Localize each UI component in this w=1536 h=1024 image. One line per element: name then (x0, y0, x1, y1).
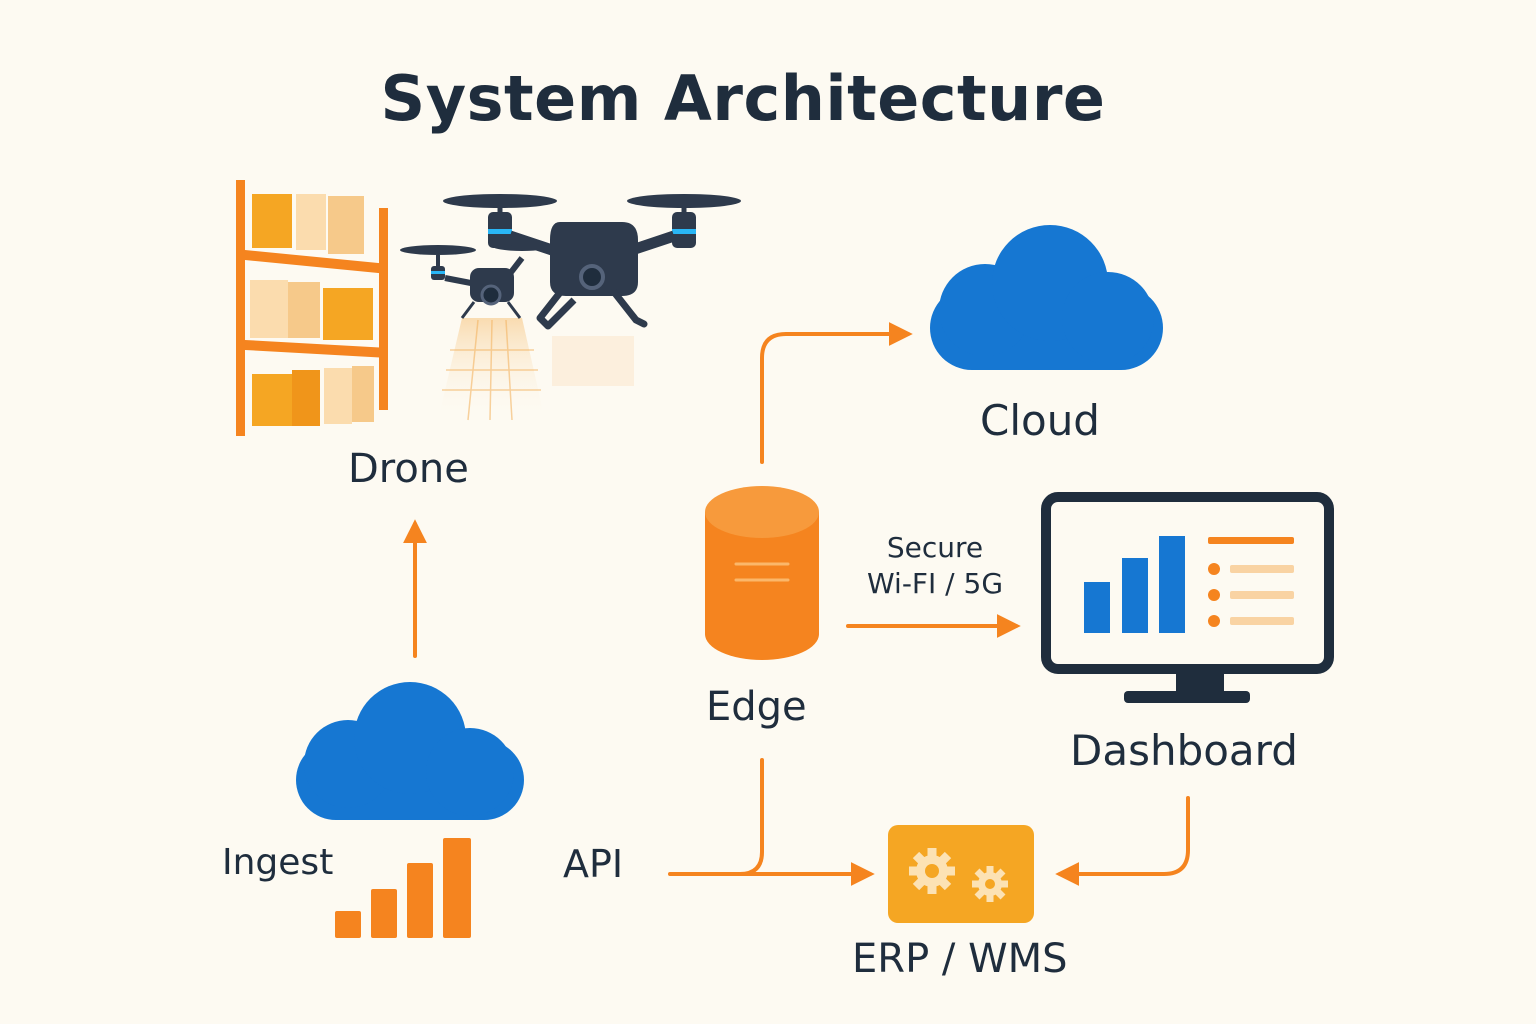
signal-bars-icon (335, 838, 471, 938)
cloud-label: Cloud (980, 396, 1100, 445)
arrow-edge-to-cloud (760, 322, 913, 464)
monitor-chart-icon (1041, 492, 1334, 703)
connection-label: Secure Wi-FI / 5G (852, 530, 1018, 603)
drone-label: Drone (348, 446, 469, 492)
connection-label-line-2: Wi-FI / 5G (866, 567, 1004, 601)
cloud-icon (296, 682, 524, 820)
cloud-icon (930, 225, 1163, 370)
scan-beam (438, 318, 634, 421)
warehouse-shelf-icon (236, 180, 388, 436)
erp-wms-label: ERP / WMS (852, 936, 1068, 982)
edge-label: Edge (706, 684, 807, 730)
ingest-label: Ingest (222, 842, 334, 883)
gears-icon (888, 825, 1034, 923)
dashboard-label: Dashboard (1070, 726, 1298, 775)
drone-icon (443, 194, 741, 330)
page-title: System Architecture (380, 62, 1106, 135)
arrow-dashboard-to-erp (1055, 796, 1190, 886)
drone-icon (400, 241, 552, 319)
api-label: API (563, 842, 624, 886)
line-edge-to-api (738, 758, 764, 876)
database-icon (705, 486, 819, 660)
connection-label-line-1: Secure (886, 531, 984, 564)
